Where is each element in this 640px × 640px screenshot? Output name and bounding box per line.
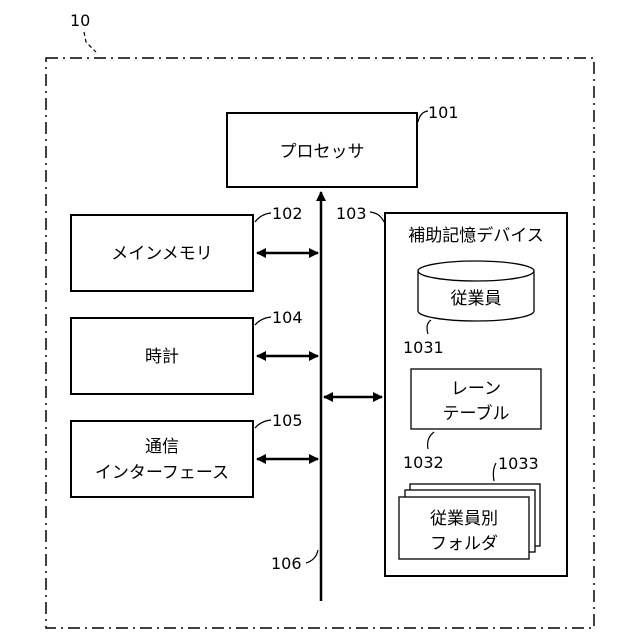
employee-db-ref: 1031 (403, 338, 444, 357)
clock-leader (255, 317, 271, 325)
employee-db-label: 従業員 (451, 289, 502, 309)
main-memory-label: メインメモリ (111, 244, 213, 264)
aux-storage-label: 補助記憶デバイス (408, 225, 544, 246)
main-memory-ref: 102 (272, 204, 303, 223)
employee-folder-ref: 1033 (498, 454, 539, 473)
processor-label: プロセッサ (280, 142, 365, 162)
device-leader (84, 32, 96, 52)
aux-storage-leader (370, 212, 384, 222)
employee-folder-label-line2: フォルダ (430, 534, 498, 554)
lane-table-label-line1: レーン (451, 379, 501, 399)
bus-ref: 106 (271, 554, 302, 573)
comm-if-label-line2: インターフェース (95, 463, 229, 483)
comm-if-leader (255, 420, 271, 428)
comm-if-box (71, 421, 253, 497)
comm-if-label-line1: 通信 (145, 437, 179, 457)
lane-table-label-line2: テーブル (443, 403, 510, 424)
clock-label: 時計 (145, 347, 179, 367)
processor-leader (418, 111, 428, 122)
employee-folder-label-line1: 従業員別 (430, 509, 498, 529)
bus-leader (306, 550, 318, 563)
processor-ref: 101 (428, 103, 459, 122)
main-memory-leader (255, 213, 271, 222)
lane-table-ref: 1032 (403, 453, 444, 472)
device-ref: 10 (70, 11, 90, 30)
clock-ref: 104 (272, 308, 303, 327)
comm-if-ref: 105 (272, 411, 303, 430)
aux-storage-ref: 103 (336, 204, 367, 223)
